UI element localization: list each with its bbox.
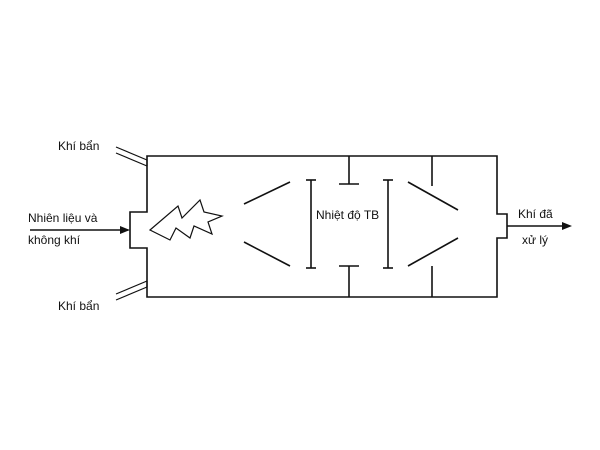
treated-gas-arrow xyxy=(507,222,572,230)
label-dirty-gas-top: Khí bẩn xyxy=(58,139,99,153)
i-beam-right xyxy=(383,179,393,269)
dirty-gas-inlet-top xyxy=(115,146,148,167)
baffle-right-lower xyxy=(407,237,459,267)
label-treated-gas-line1: Khí đã xyxy=(518,207,553,221)
fuel-air-arrow xyxy=(30,226,130,234)
dirty-gas-inlet-bottom xyxy=(115,280,148,301)
baffle-left-upper xyxy=(243,181,291,205)
label-treated-gas-line2: xử lý xyxy=(522,233,548,247)
i-beam-left xyxy=(306,179,316,269)
label-dirty-gas-bottom: Khí bẩn xyxy=(58,299,99,313)
baffle-bottom-center xyxy=(339,265,359,297)
label-middle-temp: Nhiệt độ TB xyxy=(316,208,379,222)
baffle-top-center xyxy=(339,156,359,185)
baffle-right-upper xyxy=(407,181,459,211)
label-fuel-air-line1: Nhiên liệu và xyxy=(28,211,98,225)
chamber-outline xyxy=(129,155,508,298)
baffle-left-lower xyxy=(243,241,291,267)
label-fuel-air-line2: không khí xyxy=(28,233,81,247)
flame-icon xyxy=(148,198,224,241)
